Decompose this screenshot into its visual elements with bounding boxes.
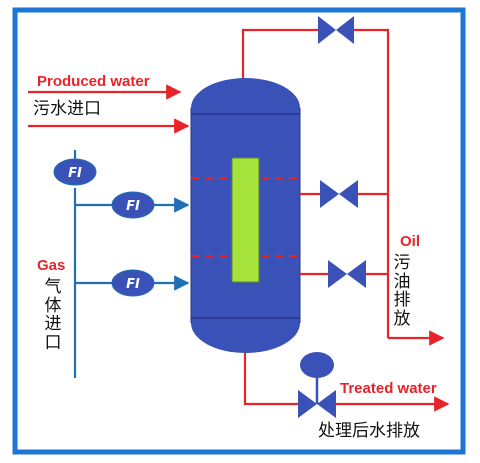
level-gauge (231, 157, 260, 283)
treated-water-pipe (243, 353, 298, 406)
top-outlet-pipe (241, 28, 318, 82)
separator-vessel (190, 78, 301, 353)
oil-label: Oil (400, 233, 421, 250)
produced-water-label: Produced water (37, 73, 150, 90)
fi-3-label: FI (126, 277, 140, 292)
treated-water-label: Treated water (340, 380, 437, 397)
fi-2-label: FI (126, 199, 140, 214)
top-valve (318, 16, 354, 44)
oil-valve-1 (320, 180, 358, 208)
oil-collector-pipe (354, 28, 390, 338)
diagram-frame (12, 7, 466, 455)
flow-indicator-3: FI (111, 269, 155, 297)
gas-label: Gas (37, 257, 66, 274)
control-valve (298, 352, 336, 418)
oil-zh-label: 污油排放 (393, 253, 411, 330)
oil-valve-2 (328, 260, 366, 288)
gas-zh-label: 气体进口 (44, 277, 62, 354)
treated-water-zh-label: 处理后水排放 (318, 421, 420, 441)
produced-water-zh-label: 污水进口 (33, 99, 101, 119)
flow-indicator-1: FI (53, 158, 97, 186)
flow-indicator-2: FI (111, 191, 155, 219)
fi-1-label: FI (68, 166, 82, 181)
